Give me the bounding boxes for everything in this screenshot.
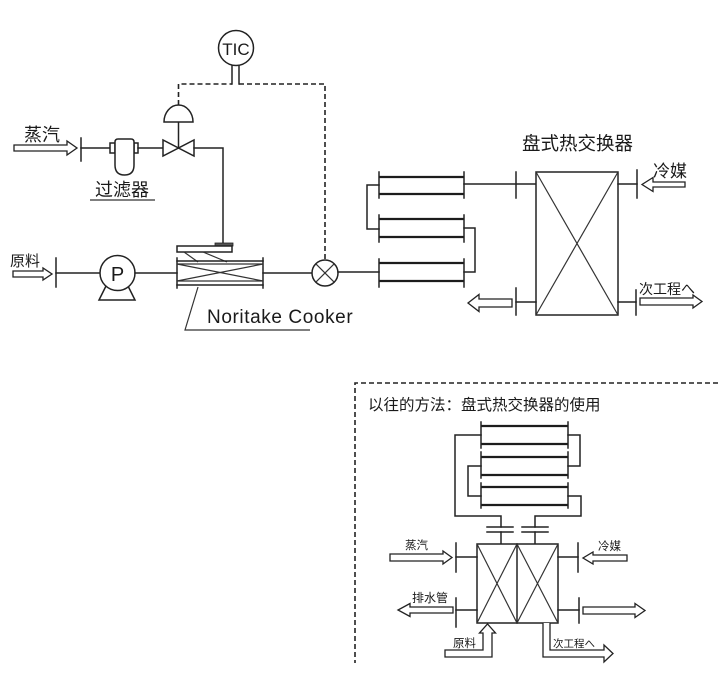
tube-3 [378,258,465,288]
inset-steam-arrow-icon [389,549,454,566]
signal-line-to-valve [177,83,232,105]
inset-product-outlet-arrow-icon [542,623,614,664]
coolant-outlet-arrow-icon [466,293,513,313]
product-outlet-label: 次工程へ [639,282,695,298]
diaphragm-actuator-icon [163,104,194,123]
inset-coolant-outlet [557,597,647,624]
inset-phe-left-cross-2 [476,543,518,624]
inset-product-outlet-label: 次工程へ [553,637,595,650]
conventional-method-inset: 以往的方法：盘式热交换器的使用 [354,382,718,664]
tube-bend-left [366,184,380,230]
main-process-diagram: 蒸汽 过滤器 TIC [10,29,704,331]
inset-title: 以往的方法：盘式热交换器的使用 [368,395,601,414]
coolant-outlet [466,287,537,316]
inset-pipe-right-to-phe [534,495,582,528]
inset-tube-1 [480,421,569,449]
temperature-controller: TIC [177,29,326,260]
inset-coolant-label: 冷媒 [598,539,621,553]
tube-1 [378,171,465,199]
cooker-leader-line [184,286,310,331]
inset-pipe-left-to-phe [454,434,502,528]
cooker: Noritake Cooker [176,245,353,331]
inset-drain-arrow-icon [396,602,454,618]
tube-bank [366,171,537,288]
tube-bend-right [463,227,476,273]
product-outlet-arrow-icon [639,293,704,310]
signal-line-from-sensor [239,83,326,260]
raw-material-inlet: 原料 [10,252,101,288]
inset-product-outlet: 次工程へ [542,623,614,664]
inset-border [354,382,718,663]
inset-tube-3 [480,482,569,509]
inset-drain-label: 排水管 [412,590,448,605]
tic-label: TIC [222,40,249,59]
coolant-arrow-icon [640,176,686,193]
tic-bubble-icon [217,29,255,67]
filter: 过滤器 [90,138,164,201]
inset-tube-bend-left [467,465,482,497]
pump-label: P [111,264,124,286]
tube-2 [378,214,465,243]
inset-raw-material-label: 原料 [453,636,476,650]
inset-tube-2 [480,451,569,479]
pump: P [97,254,178,301]
filter-icon [114,138,135,176]
sensor-cross-2 [315,263,335,283]
product-outlet: 次工程へ [617,282,704,316]
filter-label: 过滤器 [95,180,149,201]
cooker-label: Noritake Cooker [207,307,353,328]
inset-plate-heat-exchanger [476,543,559,624]
raw-material-label: 原料 [10,252,40,270]
valve-left-triangle [162,138,181,158]
control-valve [162,104,195,158]
steam-inlet: 蒸汽 [13,125,111,162]
inset-raw-material-inlet: 原料 [444,623,497,658]
inset-coolant-arrow-icon [581,550,628,566]
cooker-jacket [176,245,233,253]
pump-base [97,285,137,301]
inset-steam-inlet: 蒸汽 [389,538,478,573]
cooker-mixer-line-2 [176,263,264,282]
phe-title: 盘式热交换器 [522,134,633,155]
inset-raw-material-arrow-icon [444,623,497,658]
temperature-sensor [311,259,380,287]
inset-coolant-outlet-arrow-icon [582,602,647,619]
steam-pipe-to-cooker [193,147,224,244]
steam-inlet-arrow-icon [13,139,79,157]
inset-tube-bank [454,421,582,545]
inset-drain-outlet: 排水管 [396,590,478,628]
inset-tube-bend-right [567,434,581,467]
raw-material-arrow-icon [12,266,54,282]
inset-coolant-inlet: 冷媒 [557,539,628,573]
inset-phe-right-cross-2 [516,543,559,624]
steam-label: 蒸汽 [24,125,60,146]
valve-right-triangle [176,138,195,158]
inset-steam-label: 蒸汽 [405,538,428,552]
coolant-inlet: 冷媒 [617,162,687,199]
plate-heat-exchanger: 盘式热交换器 [522,134,633,316]
coolant-label: 冷媒 [653,162,687,182]
phe-cross-2 [535,171,619,316]
